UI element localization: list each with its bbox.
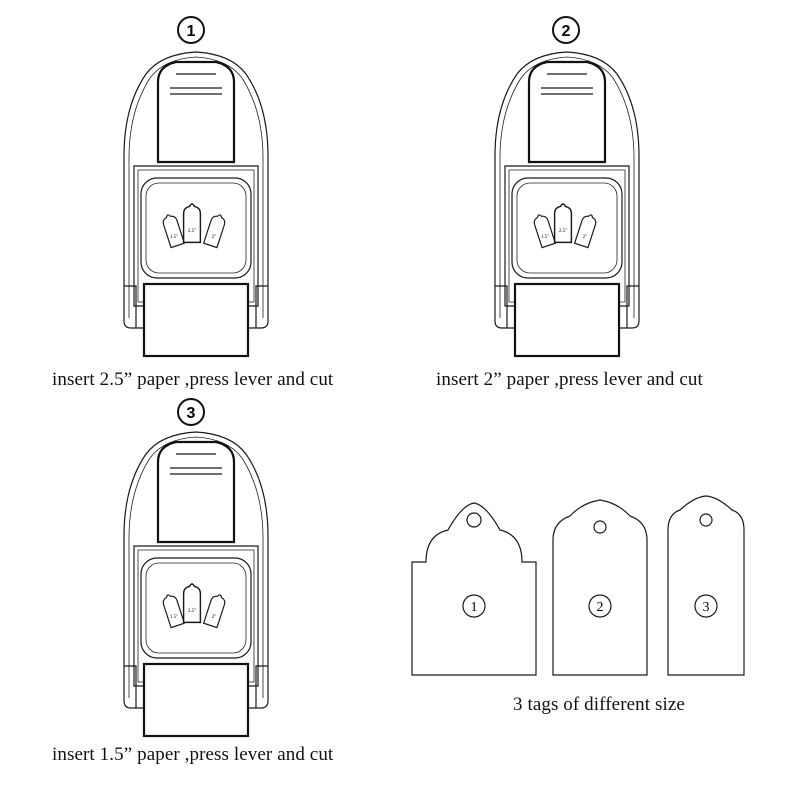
tag-3-shape <box>667 495 745 676</box>
step-2-group: 2 1.5" 2.5" 2" <box>493 16 641 358</box>
step-1-badge <box>177 16 205 44</box>
step-2-number: 2 <box>562 23 571 40</box>
punch-3: 1.5" 2.5" 2" <box>122 430 270 738</box>
mini-tag-label: 2.5" <box>188 229 196 234</box>
step-3-number: 3 <box>187 405 196 422</box>
punch-1: 1.5" 2.5" 2" <box>122 50 270 358</box>
step-1-number: 1 <box>187 23 196 40</box>
tags-panel: 1 2 3 <box>411 495 745 676</box>
punch-2: 1.5" 2.5" 2" <box>493 50 641 358</box>
step-3-group: 3 1.5" 2.5" 2" <box>122 398 270 738</box>
tags-caption: 3 tags of different size <box>513 694 685 715</box>
tag-2-number: 2 <box>597 600 604 615</box>
tag-2-shape <box>552 499 648 676</box>
step-1-caption: insert 2.5” paper ,press lever and cut <box>52 369 334 390</box>
mini-tag-label: 2.5" <box>188 609 196 614</box>
tag-3-badge <box>694 594 718 618</box>
step-3-badge <box>177 398 205 426</box>
tag-1-number: 1 <box>471 600 478 615</box>
tag-1-badge <box>462 594 486 618</box>
step-3-caption: insert 1.5” paper ,press lever and cut <box>52 744 334 765</box>
mini-tag-label: 1.5" <box>541 235 549 240</box>
mini-tag-label: 1.5" <box>170 615 178 620</box>
tag-3-hole <box>699 513 713 527</box>
step-2-badge <box>552 16 580 44</box>
mini-tag-label: 2.5" <box>559 229 567 234</box>
mini-tag-label: 2" <box>583 235 588 240</box>
tag-3-number: 3 <box>703 600 710 615</box>
step-1-group: 1 1.5" 2.5" 2" <box>122 16 270 358</box>
step-2-caption: insert 2” paper ,press lever and cut <box>436 369 703 390</box>
tag-1-shape <box>411 502 537 676</box>
tag-2-badge <box>588 594 612 618</box>
mini-tag-label: 2" <box>212 615 217 620</box>
mini-tag-label: 2" <box>212 235 217 240</box>
tag-2-hole <box>593 520 607 534</box>
mini-tag-label: 1.5" <box>170 235 178 240</box>
tag-1-hole <box>466 512 482 528</box>
